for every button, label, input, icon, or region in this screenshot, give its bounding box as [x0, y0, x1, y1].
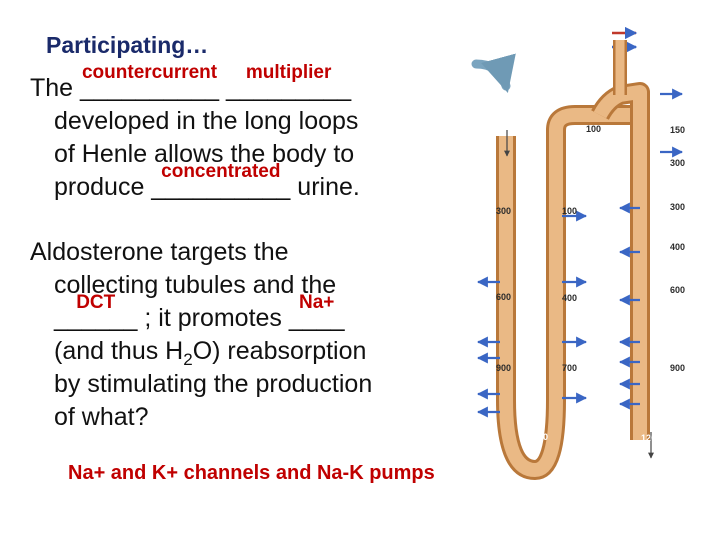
label-inner-100b: 100: [562, 206, 577, 216]
blank-na: ____Na+: [288, 292, 345, 335]
blank-underline: ____: [288, 304, 345, 332]
para1-line2: developed in the long loops: [54, 107, 359, 135]
label-outer-900: 900: [670, 363, 685, 373]
blank-underline: __________: [80, 74, 220, 102]
collecting-duct: [593, 85, 647, 440]
para2-line4: (and thus H2O) reabsorption: [30, 335, 372, 369]
para1-line4-lead: produce: [54, 173, 152, 201]
para1-line4: produce __________concentrated urine.: [30, 161, 360, 204]
label-left-900: 900: [496, 363, 511, 373]
blank-underline: _________: [226, 74, 352, 102]
para2-line5: by stimulating the production: [54, 370, 373, 398]
para2-line3-mid: ; it promotes: [137, 304, 289, 332]
loop-tube: [499, 108, 650, 477]
slide-heading: Participating…: [46, 32, 209, 58]
label-inner-400: 400: [562, 293, 577, 303]
curved-arrow-icon: [471, 53, 516, 93]
subscript-2: 2: [183, 350, 193, 369]
label-outer-150: 150: [670, 125, 685, 135]
label-inner-700: 700: [562, 363, 577, 373]
blank-multiplier: _________multiplier: [226, 62, 352, 105]
label-outer-600: 600: [670, 285, 685, 295]
label-left-300: 300: [496, 206, 511, 216]
label-outer-400: 400: [670, 242, 685, 252]
label-inner-100: 100: [586, 124, 601, 134]
para2-line4-a: (and thus H: [54, 337, 184, 365]
blank-concentrated: __________concentrated: [151, 161, 291, 204]
answer-countercurrent: countercurrent: [81, 62, 218, 83]
loop-tube-outline: [496, 105, 650, 480]
label-outer-300-top: 300: [670, 158, 685, 168]
label-outer-300: 300: [670, 202, 685, 212]
answer-multiplier: multiplier: [245, 62, 332, 83]
blank-countercurrent: __________countercurrent: [80, 62, 220, 105]
para2-line4-b: O) reabsorption: [192, 337, 367, 365]
answer-na: Na+: [299, 292, 335, 313]
para2-line3: ______DCT ; it promotes ____Na+: [30, 292, 372, 335]
answer-dct: DCT: [76, 292, 116, 313]
para2-line6: of what?: [54, 403, 149, 431]
answer-concentrated: concentrated: [161, 161, 281, 182]
para1-lead-text: The: [30, 74, 81, 102]
label-bottom-1200: 1200: [528, 432, 548, 442]
blank-dct: ______DCT: [54, 292, 138, 335]
blank-underline: __________: [151, 173, 291, 201]
paragraph-multiplier: The __________countercurrent _________mu…: [30, 62, 360, 204]
answer-text: Na+ and K+ channels and Na-K pumps: [68, 462, 435, 484]
para1-line3: of Henle allows the body to: [54, 140, 355, 168]
para1-line4-tail: urine.: [290, 173, 360, 201]
paragraph-aldosterone: Aldosterone targets the collecting tubul…: [30, 236, 372, 434]
para2-line1: Aldosterone targets the: [30, 238, 289, 266]
para2-line2: collecting tubules and the: [54, 271, 337, 299]
para1-line1: The __________countercurrent _________mu…: [30, 62, 360, 105]
label-right-1200: 1200: [641, 433, 661, 443]
label-left-600: 600: [496, 292, 511, 302]
blank-underline: ______: [54, 304, 138, 332]
